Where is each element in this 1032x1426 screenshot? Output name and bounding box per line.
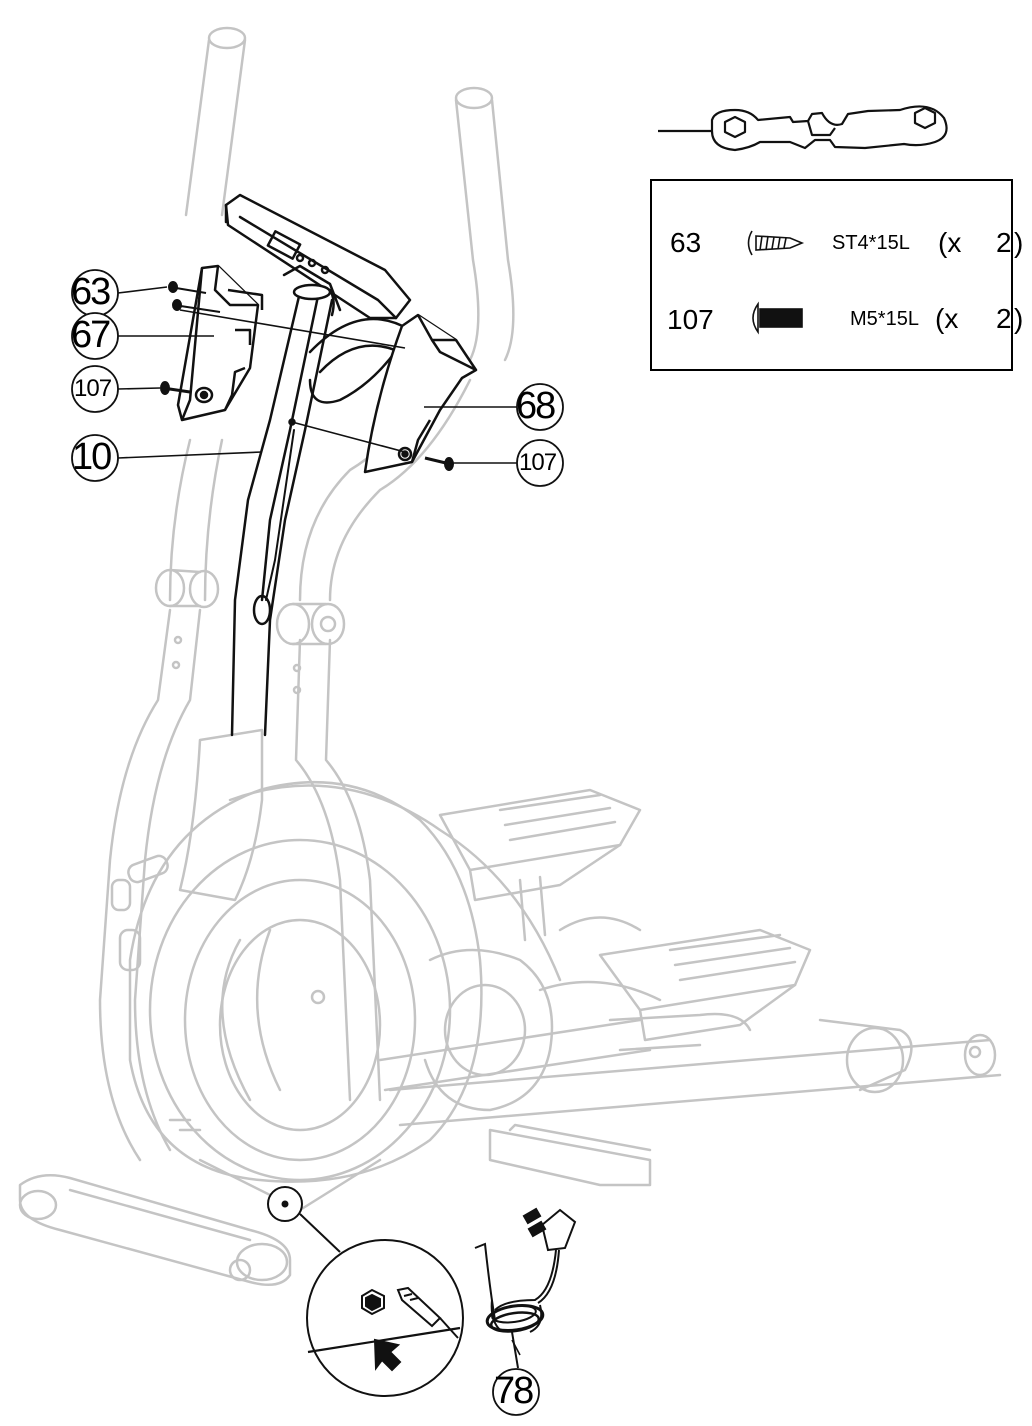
hardware-107-qty: 2 xyxy=(996,303,1012,334)
console-column xyxy=(224,193,412,737)
callout-10: 10 xyxy=(72,436,112,478)
cover-68 xyxy=(363,313,478,474)
bolt-icon xyxy=(752,301,803,335)
hardware-table xyxy=(650,179,1013,371)
callout-63: 63 xyxy=(71,271,111,313)
hardware-107-close: ) xyxy=(1014,303,1024,334)
callout-circles xyxy=(71,269,564,1416)
screw-icon xyxy=(747,230,805,256)
hardware-107-times: (x xyxy=(935,303,959,334)
elliptical-frame xyxy=(18,26,1002,1287)
hardware-63-close: ) xyxy=(1014,227,1024,258)
callout-68: 68 xyxy=(516,385,556,427)
hardware-63-qty: 2 xyxy=(996,227,1012,258)
adapter-78 xyxy=(474,1207,577,1369)
hardware-63-times: (x xyxy=(938,227,962,258)
hardware-107-spec: M5*15L xyxy=(850,308,919,330)
wrench-icon xyxy=(658,105,948,152)
callout-107-left: 107 xyxy=(74,375,112,402)
power-inlet-detail xyxy=(267,1186,464,1397)
assembly-screws xyxy=(160,281,454,471)
hardware-107-part: 107 xyxy=(667,304,714,335)
callout-107-right: 107 xyxy=(519,449,557,476)
cover-67 xyxy=(176,264,264,422)
callout-67: 67 xyxy=(71,314,111,356)
callout-78: 78 xyxy=(494,1370,534,1412)
hardware-63-spec: ST4*15L xyxy=(832,232,910,254)
table-icons xyxy=(747,230,805,335)
leader-lines xyxy=(117,286,521,1356)
hardware-63-part: 63 xyxy=(670,227,702,258)
